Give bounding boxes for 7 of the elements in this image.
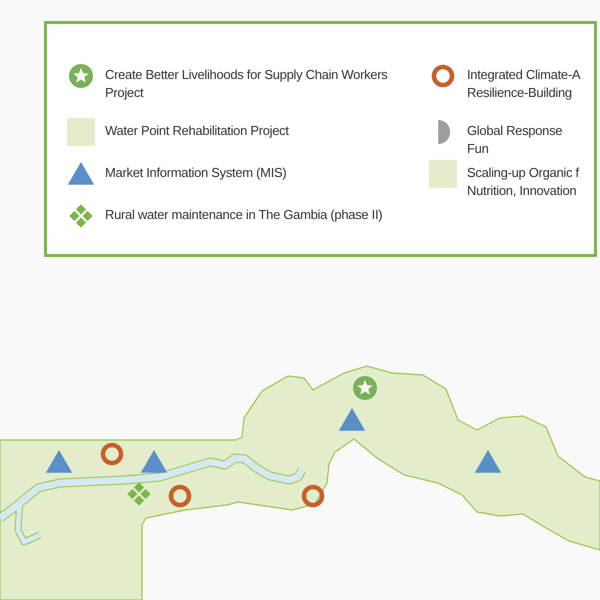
legend-text: Integrated Climate-A Resilience-Building — [467, 66, 582, 102]
legend-text: Rural water maintenance in The Gambia (phase II) — [105, 206, 384, 224]
legend-text: Market Information System (MIS) — [105, 164, 288, 182]
legend-text: Global Response Fun — [467, 122, 564, 158]
legend-text: Scaling-up Organic f Nutrition, Innovation — [467, 164, 580, 200]
legend-text: Create Better Livelihoods for Supply Chain Workers Project — [105, 66, 388, 102]
legend-text: Water Point Rehabilitation Project — [105, 122, 290, 140]
